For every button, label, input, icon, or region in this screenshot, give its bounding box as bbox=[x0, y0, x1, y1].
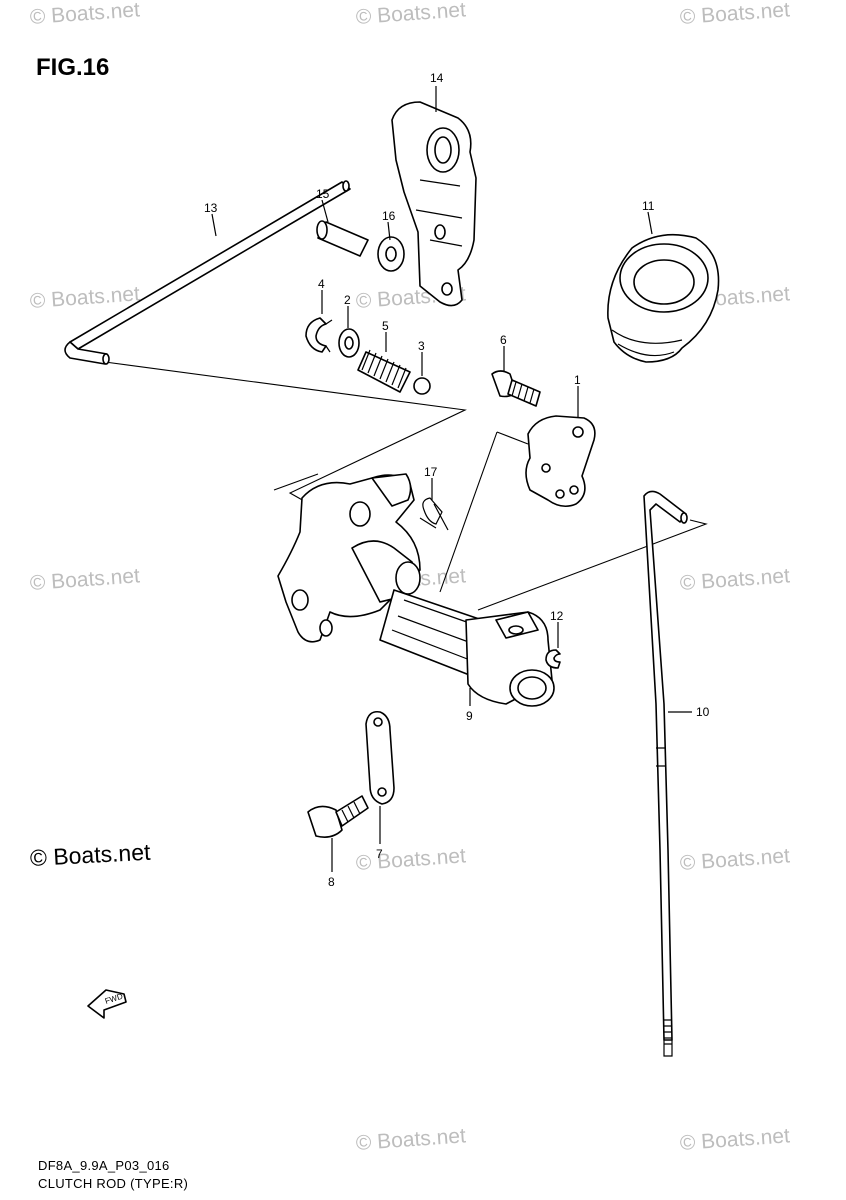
callout-12: 12 bbox=[550, 609, 564, 623]
part-12-circlip bbox=[545, 649, 561, 669]
callout-16: 16 bbox=[382, 209, 396, 223]
part-17-cotter-pin bbox=[422, 497, 449, 531]
part-3-ball bbox=[413, 377, 431, 395]
callout-13: 13 bbox=[204, 201, 218, 215]
part-16-washer bbox=[377, 236, 405, 272]
callout-14: 14 bbox=[430, 71, 444, 85]
figure-code: DF8A_9.9A_P03_016 bbox=[38, 1158, 170, 1173]
part-13-clutch-rod bbox=[64, 180, 351, 365]
callout-8: 8 bbox=[328, 875, 335, 889]
figure-title: FIG.16 bbox=[36, 54, 110, 81]
callout-11: 11 bbox=[642, 199, 655, 213]
fwd-arrow-icon: FWD bbox=[87, 989, 127, 1019]
callout-17: 17 bbox=[424, 465, 438, 479]
part-7-link-plate bbox=[365, 710, 395, 805]
callout-7: 7 bbox=[376, 847, 383, 861]
callout-10: 10 bbox=[696, 705, 710, 719]
callout-4: 4 bbox=[318, 277, 325, 291]
part-15-pin bbox=[316, 220, 369, 257]
part-8-bolt bbox=[307, 795, 369, 838]
callout-2: 2 bbox=[344, 293, 351, 307]
callout-6: 6 bbox=[500, 333, 507, 347]
part-11-grommet bbox=[607, 233, 720, 363]
figure-name: CLUTCH ROD (TYPE:R) bbox=[38, 1176, 189, 1191]
callouts: 14 15 16 13 11 4 2 5 3 6 1 17 12 9 10 7 … bbox=[204, 71, 710, 889]
part-4-circlip bbox=[305, 317, 333, 353]
leader-lines bbox=[211, 86, 692, 872]
callout-3: 3 bbox=[418, 339, 425, 353]
callout-15: 15 bbox=[316, 187, 330, 201]
part-14-shift-lever bbox=[391, 101, 477, 307]
part-5-spring bbox=[357, 349, 411, 393]
callout-1: 1 bbox=[574, 373, 581, 387]
part-9-clutch-shaft bbox=[277, 473, 555, 707]
callout-9: 9 bbox=[466, 709, 473, 723]
callout-5: 5 bbox=[382, 319, 389, 333]
part-1-plate bbox=[525, 415, 596, 508]
part-2-washer bbox=[338, 328, 360, 358]
part-6-bolt bbox=[491, 370, 541, 407]
assembly-guide-lines bbox=[104, 361, 708, 611]
part-10-clutch-rod bbox=[643, 490, 688, 1057]
